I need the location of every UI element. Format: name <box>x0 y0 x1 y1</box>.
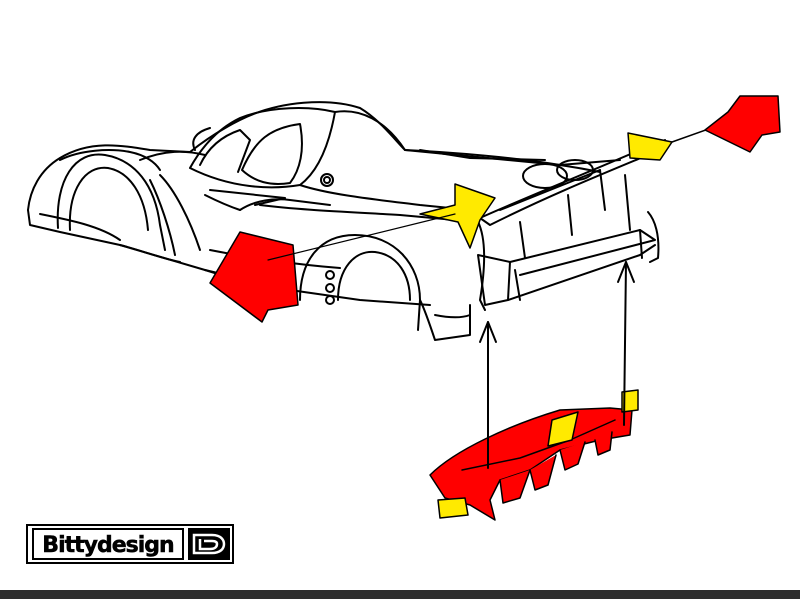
wing-endplate-part <box>627 132 673 161</box>
car-body-outline <box>27 101 666 341</box>
assembly-arrows <box>479 261 635 469</box>
bottom-bar <box>0 590 800 599</box>
brand-logo-text: Bittydesign <box>32 528 184 560</box>
brand-logo: Bittydesign <box>26 524 234 564</box>
bd-monogram-icon <box>188 528 230 560</box>
arrow-right <box>623 261 627 426</box>
wing-tip-part <box>704 95 781 153</box>
front-canard-part <box>209 231 299 323</box>
side-plate-part <box>419 183 496 249</box>
canard-guide-line <box>267 213 456 261</box>
rear-diffuser-part <box>429 389 639 521</box>
bd-monogram-glyph <box>192 533 226 555</box>
